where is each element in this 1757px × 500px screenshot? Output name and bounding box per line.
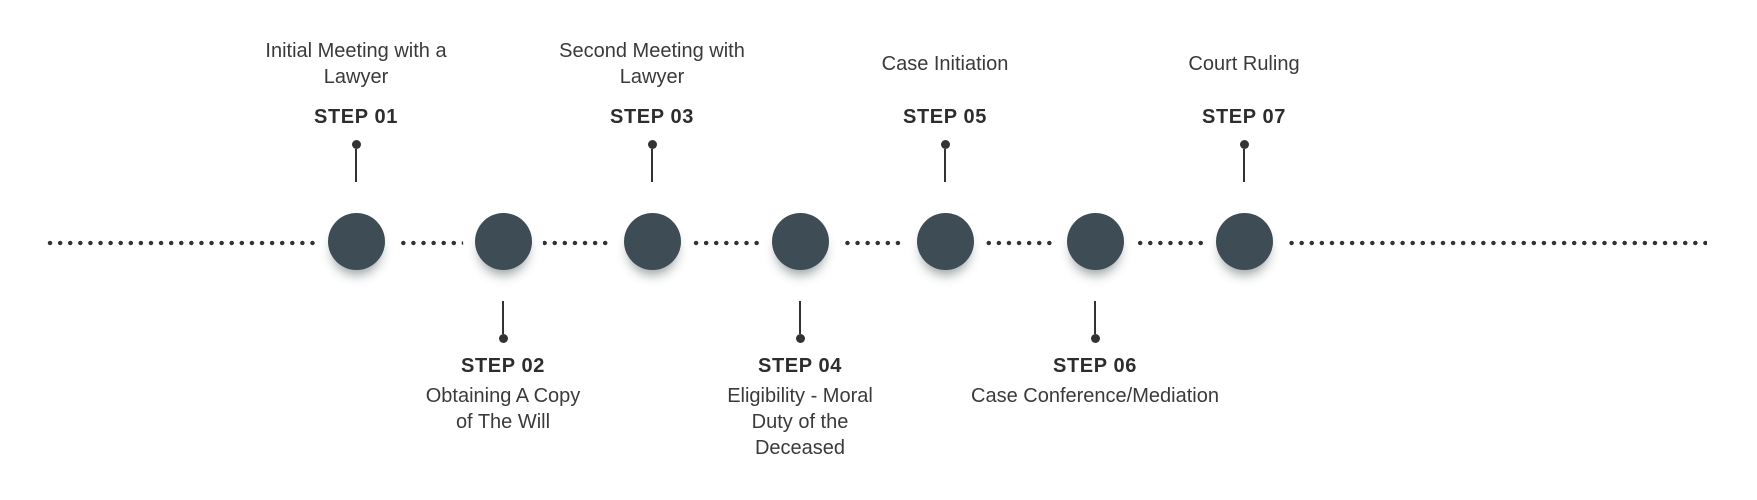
timeline-step-6: STEP 06 Case Conference/Mediation <box>945 301 1245 409</box>
step-label: STEP 03 <box>610 106 694 128</box>
connector-dot-icon <box>795 334 805 343</box>
step-label: STEP 02 <box>461 355 545 377</box>
timeline-node-4 <box>760 201 840 281</box>
timeline-step-5: Case Initiation STEP 05 <box>795 36 1095 182</box>
timeline-node-7 <box>1204 201 1284 281</box>
connector-line <box>650 149 654 182</box>
connector-line <box>1242 149 1246 182</box>
step-connector <box>647 140 657 182</box>
timeline-node-3 <box>612 201 692 281</box>
step-connector <box>940 140 950 182</box>
timeline-step-7: Court Ruling STEP 07 <box>1094 36 1394 182</box>
step-label: STEP 05 <box>903 106 987 128</box>
connector-dot-icon <box>498 334 508 343</box>
connector-line <box>798 301 802 334</box>
step-label: STEP 07 <box>1202 106 1286 128</box>
node-circle <box>327 212 385 270</box>
step-title: Initial Meeting with a Lawyer <box>265 40 447 88</box>
step-title: Court Ruling <box>1188 53 1300 75</box>
timeline-node-5 <box>905 201 985 281</box>
connector-line <box>354 149 358 182</box>
connector-line <box>943 149 947 182</box>
step-title: Case Initiation <box>881 53 1009 75</box>
connector-dot-icon <box>351 140 361 149</box>
connector-dot-icon <box>1239 140 1249 149</box>
timeline-step-2: STEP 02 Obtaining A Copy of The Will <box>353 301 653 435</box>
timeline-node-6 <box>1055 201 1135 281</box>
step-connector <box>1239 140 1249 182</box>
node-circle <box>474 212 532 270</box>
step-title: Case Conference/Mediation <box>971 385 1219 407</box>
step-title: Obtaining A Copy of The Will <box>425 385 581 433</box>
connector-dot-icon <box>647 140 657 149</box>
node-circle <box>771 212 829 270</box>
timeline-node-1 <box>316 201 396 281</box>
node-circle <box>623 212 681 270</box>
connector-line <box>501 301 505 334</box>
timeline-step-1: Initial Meeting with a Lawyer STEP 01 <box>206 36 506 182</box>
node-circle <box>1215 212 1273 270</box>
step-connector <box>351 140 361 182</box>
timeline-step-3: Second Meeting with Lawyer STEP 03 <box>502 36 802 182</box>
step-title: Eligibility - Moral Duty of the Deceased <box>727 385 873 459</box>
timeline-step-4: STEP 04 Eligibility - Moral Duty of the … <box>650 301 950 461</box>
step-label: STEP 04 <box>758 355 842 377</box>
step-label: STEP 06 <box>1053 355 1137 377</box>
step-connector <box>498 301 508 343</box>
node-circle <box>916 212 974 270</box>
node-circle <box>1066 212 1124 270</box>
timeline-dotted-track <box>45 240 1707 246</box>
step-label: STEP 01 <box>314 106 398 128</box>
connector-dot-icon <box>1090 334 1100 343</box>
connector-dot-icon <box>940 140 950 149</box>
step-connector <box>795 301 805 343</box>
step-title: Second Meeting with Lawyer <box>559 40 745 88</box>
step-connector <box>1090 301 1100 343</box>
timeline-node-2 <box>463 201 543 281</box>
connector-line <box>1093 301 1097 334</box>
